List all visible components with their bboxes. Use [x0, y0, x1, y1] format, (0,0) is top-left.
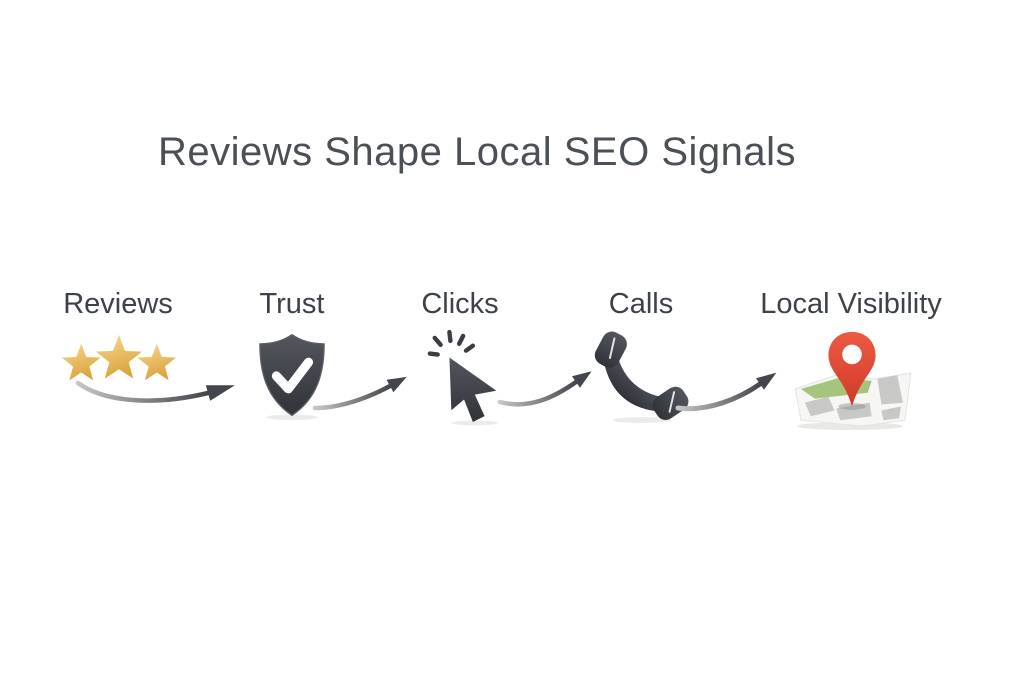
step-label-clicks: Clicks: [421, 288, 499, 320]
step-label-local-visibility: Local Visibility: [760, 288, 942, 320]
step-label-calls: Calls: [608, 288, 674, 320]
arrow-calls-to-local-visibility: [675, 372, 777, 412]
arrow-clicks-to-calls: [497, 371, 592, 407]
phone-handset-icon: [594, 331, 689, 424]
page-title: Reviews Shape Local SEO Signals: [157, 130, 797, 174]
map-blocks: [804, 375, 904, 421]
map-pin-icon: [794, 331, 912, 431]
step-label-trust: Trust: [259, 288, 325, 320]
cursor-click-icon: [427, 330, 499, 426]
arrow-trust-to-clicks: [312, 376, 407, 411]
step-label-reviews: Reviews: [63, 288, 173, 320]
shield-check-icon: [259, 333, 325, 420]
arrow-reviews-to-trust: [75, 380, 235, 403]
three-gold-stars-icon: [61, 334, 177, 381]
